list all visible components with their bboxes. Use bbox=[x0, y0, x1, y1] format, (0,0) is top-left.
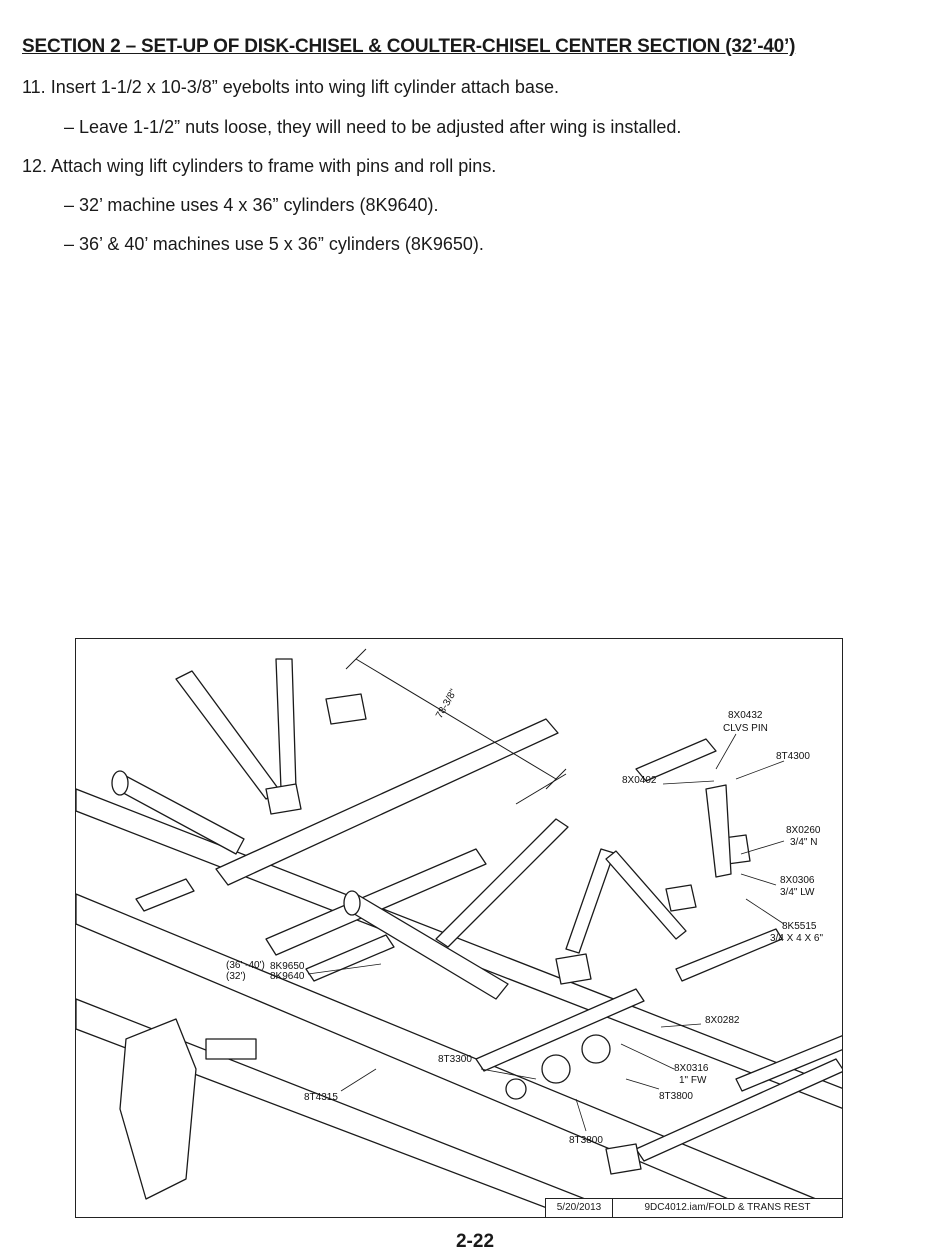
label-8x0282: 8X0282 bbox=[705, 1015, 740, 1026]
label-8t3800-right: 8T3800 bbox=[659, 1091, 693, 1102]
step-11-note: – Leave 1-1/2” nuts loose, they will nee… bbox=[64, 117, 682, 137]
step-12-note-32: – 32’ machine uses 4 x 36” cylinders (8K… bbox=[64, 195, 439, 215]
label-8x0260: 8X0260 bbox=[786, 825, 821, 836]
label-8k9650: 8K9650 bbox=[270, 961, 305, 972]
label-lockwasher: 3/4" LW bbox=[780, 887, 815, 898]
label-8x0432: 8X0432 bbox=[728, 710, 763, 721]
label-nut: 3/4" N bbox=[790, 837, 817, 848]
label-size-32: (32') bbox=[226, 971, 246, 982]
label-clvs-pin: CLVS PIN bbox=[723, 723, 768, 734]
step-12: 12. Attach wing lift cylinders to frame … bbox=[22, 156, 497, 176]
page-number: 2-22 bbox=[455, 1231, 495, 1252]
label-ubolt: 3/4 X 4 X 6" bbox=[770, 933, 823, 944]
title-block: 5/20/2013 9DC4012.iam/FOLD & TRANS REST bbox=[545, 1198, 842, 1217]
section-title: SECTION 2 – SET-UP OF DISK-CHISEL & COUL… bbox=[22, 36, 796, 57]
step-11: 11. Insert 1-1/2 x 10-3/8” eyebolts into… bbox=[22, 77, 559, 97]
label-8t3300: 8T3300 bbox=[438, 1054, 472, 1065]
label-8t4315: 8T4315 bbox=[304, 1092, 338, 1103]
label-flatwasher: 1" FW bbox=[679, 1075, 707, 1086]
drawing-file: 9DC4012.iam/FOLD & TRANS REST bbox=[644, 1202, 811, 1213]
label-8t4300: 8T4300 bbox=[776, 751, 810, 762]
assembly-drawing: 78-3/8" 8X0432 CLVS PIN 8T4300 8X0402 8X… bbox=[75, 638, 843, 1218]
label-size-36-40: (36' -40') bbox=[226, 960, 265, 971]
frame-illustration: 78-3/8" 8X0432 CLVS PIN 8T4300 8X0402 8X… bbox=[76, 648, 842, 1217]
label-8k9640: 8K9640 bbox=[270, 971, 305, 982]
dimension-label: 78-3/8" bbox=[434, 687, 460, 721]
label-8k5515: 8K5515 bbox=[782, 921, 817, 932]
label-8x0316: 8X0316 bbox=[674, 1063, 709, 1074]
step-12-note-36-40: – 36’ & 40’ machines use 5 x 36” cylinde… bbox=[64, 234, 484, 254]
drawing-date: 5/20/2013 bbox=[546, 1199, 613, 1217]
label-8x0402: 8X0402 bbox=[622, 775, 657, 786]
label-8t3800-lower: 8T3800 bbox=[569, 1135, 603, 1146]
label-8x0306: 8X0306 bbox=[780, 875, 815, 886]
